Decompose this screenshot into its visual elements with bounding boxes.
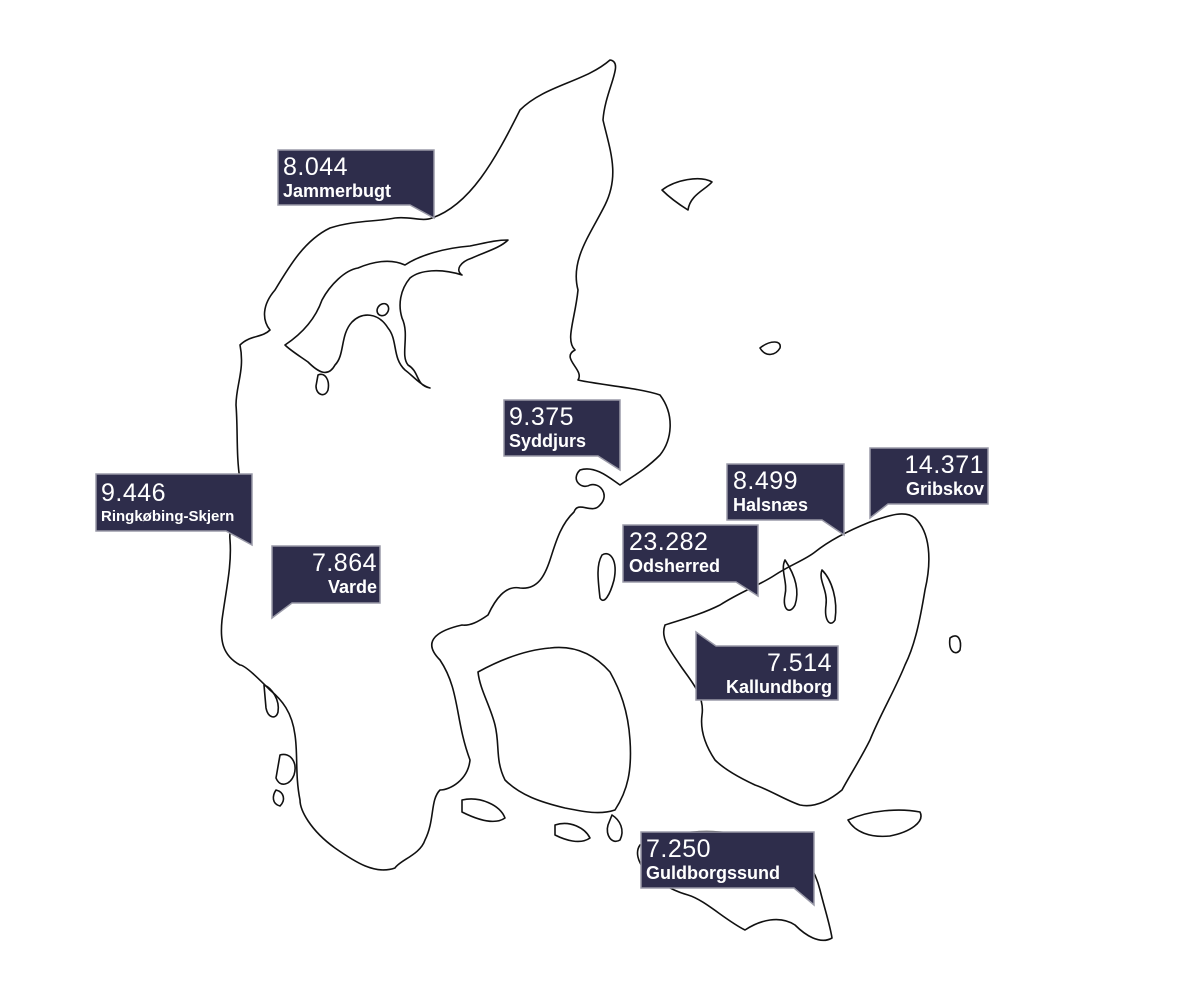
- coastline-jutland: [220, 59, 671, 871]
- callout-halsnaes: 8.499 Halsnæs: [733, 468, 808, 516]
- callout-name: Ringkøbing-Skjern: [101, 508, 235, 525]
- coastline-anholt: [759, 341, 781, 356]
- coastline-laeso: [661, 178, 713, 211]
- coastline-limfjord: [284, 239, 509, 389]
- callout-jammerbugt: 8.044 Jammerbugt: [283, 154, 391, 202]
- callout-gribskov: 14.371 Gribskov: [905, 452, 984, 500]
- callout-varde: 7.864 Varde: [312, 550, 377, 598]
- coastline-zealand: [662, 513, 930, 807]
- callout-box-ringkobing-skjern: [95, 473, 253, 547]
- callout-name: Halsnæs: [733, 495, 809, 515]
- callout-box-gribskov: [869, 447, 989, 520]
- callout-value: 8.044: [283, 153, 349, 181]
- callout-box-kallundborg: [695, 630, 839, 701]
- callout-name: Varde: [327, 577, 377, 597]
- callout-value: 8.499: [733, 467, 799, 495]
- coastline-fano: [263, 684, 280, 718]
- callout-name: Kallundborg: [726, 677, 832, 697]
- coastline-langeland: [606, 814, 623, 843]
- callout-value: 7.864: [311, 549, 377, 577]
- coastline-als: [461, 798, 506, 823]
- callout-ringkobing-skjern: 9.446 Ringkøbing-Skjern: [101, 480, 234, 528]
- callout-value: 7.250: [646, 835, 712, 863]
- coastline-sylt-tip: [272, 789, 285, 807]
- callout-box-halsnaes: [726, 463, 845, 537]
- callout-guldborgssund: 7.250 Guldborgssund: [646, 836, 780, 884]
- coastline-isefjord: [782, 559, 798, 611]
- callout-box-jammerbugt: [277, 149, 435, 220]
- coastline-samso: [597, 553, 616, 602]
- callout-value: 9.446: [101, 479, 167, 507]
- coastline-romo: [275, 753, 296, 785]
- coastline-saltholm: [948, 635, 962, 654]
- callout-value: 9.375: [509, 403, 575, 431]
- callout-kallundborg: 7.514 Kallundborg: [726, 650, 832, 698]
- callout-name: Gribskov: [905, 479, 984, 499]
- coastline-mon: [847, 809, 922, 838]
- callout-value: 14.371: [904, 451, 984, 479]
- coastline-roskildefjord: [820, 569, 837, 624]
- coastline-aero: [554, 822, 591, 843]
- coastline-funen: [477, 646, 632, 814]
- callout-syddjurs: 9.375 Syddjurs: [509, 404, 586, 452]
- callout-box-syddjurs: [503, 399, 621, 472]
- coastline-mors: [315, 373, 330, 396]
- coastline-fur: [376, 302, 390, 317]
- callout-name: Jammerbugt: [283, 181, 392, 201]
- callout-odsherred: 23.282 Odsherred: [629, 529, 720, 577]
- callout-box-guldborgssund: [640, 831, 815, 907]
- callout-name: Odsherred: [629, 556, 721, 576]
- callout-value: 23.282: [629, 528, 709, 556]
- callout-box-varde: [271, 545, 381, 620]
- callout-name: Guldborgssund: [646, 863, 780, 883]
- callout-box-odsherred: [622, 524, 759, 598]
- callout-value: 7.514: [766, 649, 832, 677]
- callout-name: Syddjurs: [509, 431, 587, 451]
